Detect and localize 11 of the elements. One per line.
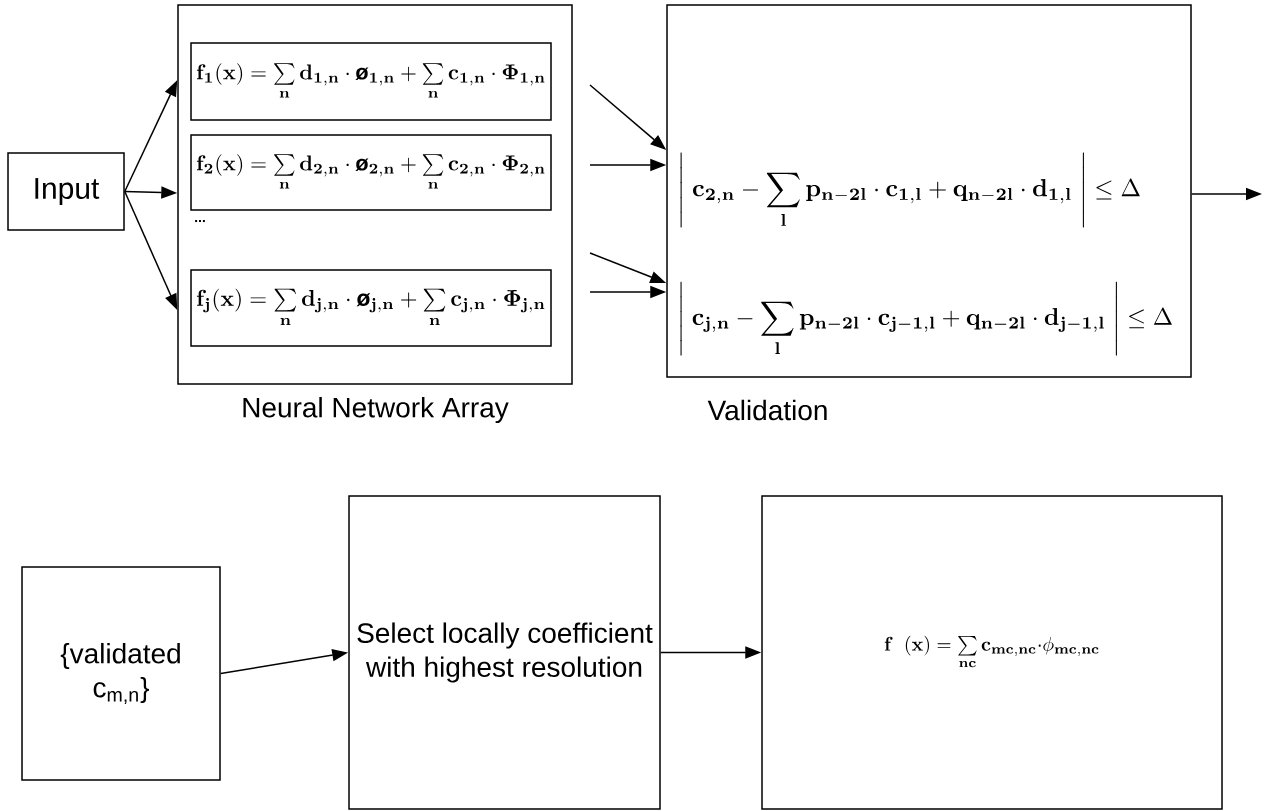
formula-box: $\mathbf{f_1(x)=\sum\limits_{n} d_{1,n}\cdot \mbox{\bfseries\o}_{1,n}+\sum\limits_{n} c_{1,n}\cdot \Phi_{1,n}}$ [190, 42, 552, 121]
process-box: Select locally coefficient with highest resolution [348, 495, 661, 810]
formula-box: $\mathbf{f_j(x)=\sum\limits_{n} d_{j,n}\cdot \mbox{\bfseries\o}_{j,n}+\sum\limits_{n} c_{j,n}\cdot \Phi_{j,n}}$ [190, 269, 552, 347]
process-box: {validated c$_{m,n}$} [21, 566, 221, 781]
validation-box: $\left|\;\mathbf{c_{2,n}-\sum_{l}p_{n-2l}\cdot c_{1,l}+q_{n-2l}\cdot d_{1,l}}\;\right|\le\Delta$ $\left|\;\mathbf{c_{j,n}-\sum_{l}p_{n-2l}\cdot c_{j-1,l}+q_{n-2l}\cdot d_{j-1,l}}\;\right|\le\Delta$ [666, 4, 1192, 378]
node-label: Neural Network Array [243, 396, 509, 424]
array-box [177, 4, 573, 385]
formula-box: $\mathbf{f_2(x)=\sum\limits_{n} d_{2,n}\cdot \mbox{\bfseries\o}_{2,n}+\sum\limits_{n} c_{2,n}\cdot \Phi_{2,n}}$ [190, 134, 552, 211]
formula-box: $\mathbf{f\;\;(x)=\sum\limits_{nc}c_{mc,nc}\cdot}\phi_{\mathbf{mc,nc}}$ [761, 495, 1223, 810]
node-label: Validation [707, 399, 827, 421]
process-box: Input [7, 152, 125, 231]
